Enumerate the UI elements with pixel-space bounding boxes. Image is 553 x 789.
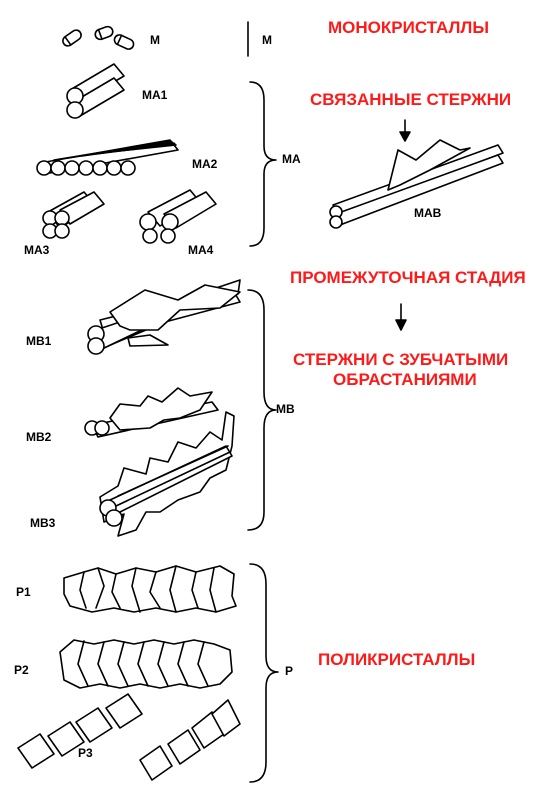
- label-mb: MB: [276, 402, 295, 416]
- title-polycrystals: ПОЛИКРИСТАЛЛЫ: [318, 650, 475, 670]
- label-ma1: MA1: [142, 88, 167, 102]
- p-brace: [250, 564, 278, 782]
- ma3-rod-cluster: [43, 192, 104, 238]
- label-ma4: MA4: [188, 243, 213, 257]
- mab-arrow-down: [400, 120, 410, 141]
- label-p3: P3: [78, 746, 93, 760]
- title-bound-rods: СВЯЗАННЫЕ СТЕРЖНИ: [310, 90, 511, 110]
- ma1-rod-bundle: [67, 64, 124, 118]
- label-mab: MAB: [414, 206, 441, 220]
- label-ma: MA: [282, 152, 301, 166]
- mb-brace: [248, 290, 276, 530]
- title-toothed-rods-line2: ОБРАСТАНИЯМИ: [333, 370, 477, 390]
- mb1-rod-with-plates: [88, 280, 240, 354]
- label-ma2: MA2: [192, 157, 217, 171]
- label-ma3: MA3: [24, 243, 49, 257]
- label-mb1: MB1: [26, 334, 51, 348]
- ma2-rod-row: [37, 140, 178, 175]
- p1-polycrystal-chain: [64, 566, 236, 612]
- label-m-right: M: [262, 33, 272, 47]
- label-mb3: MB3: [30, 516, 55, 530]
- label-mb2: MB2: [26, 430, 51, 444]
- monocrystal-rods: [61, 25, 135, 51]
- label-p: P: [285, 664, 293, 678]
- label-p2: P2: [14, 663, 29, 677]
- ma-brace: [250, 82, 276, 246]
- title-toothed-rods-line1: СТЕРЖНИ С ЗУБЧАТЫМИ: [293, 350, 508, 370]
- ma4-rod-cluster: [140, 190, 216, 243]
- title-intermediate-stage: ПРОМЕЖУТОЧНАЯ СТАДИЯ: [290, 268, 526, 288]
- label-m-left: M: [150, 33, 160, 47]
- mb2-rod-with-teeth: [85, 388, 218, 437]
- title-monocrystals: МОНОКРИСТАЛЛЫ: [328, 18, 489, 38]
- p3-platelets: [18, 694, 240, 780]
- label-p1: P1: [16, 585, 31, 599]
- p2-polycrystal-chain: [60, 640, 232, 688]
- intermediate-arrow-down: [396, 304, 406, 330]
